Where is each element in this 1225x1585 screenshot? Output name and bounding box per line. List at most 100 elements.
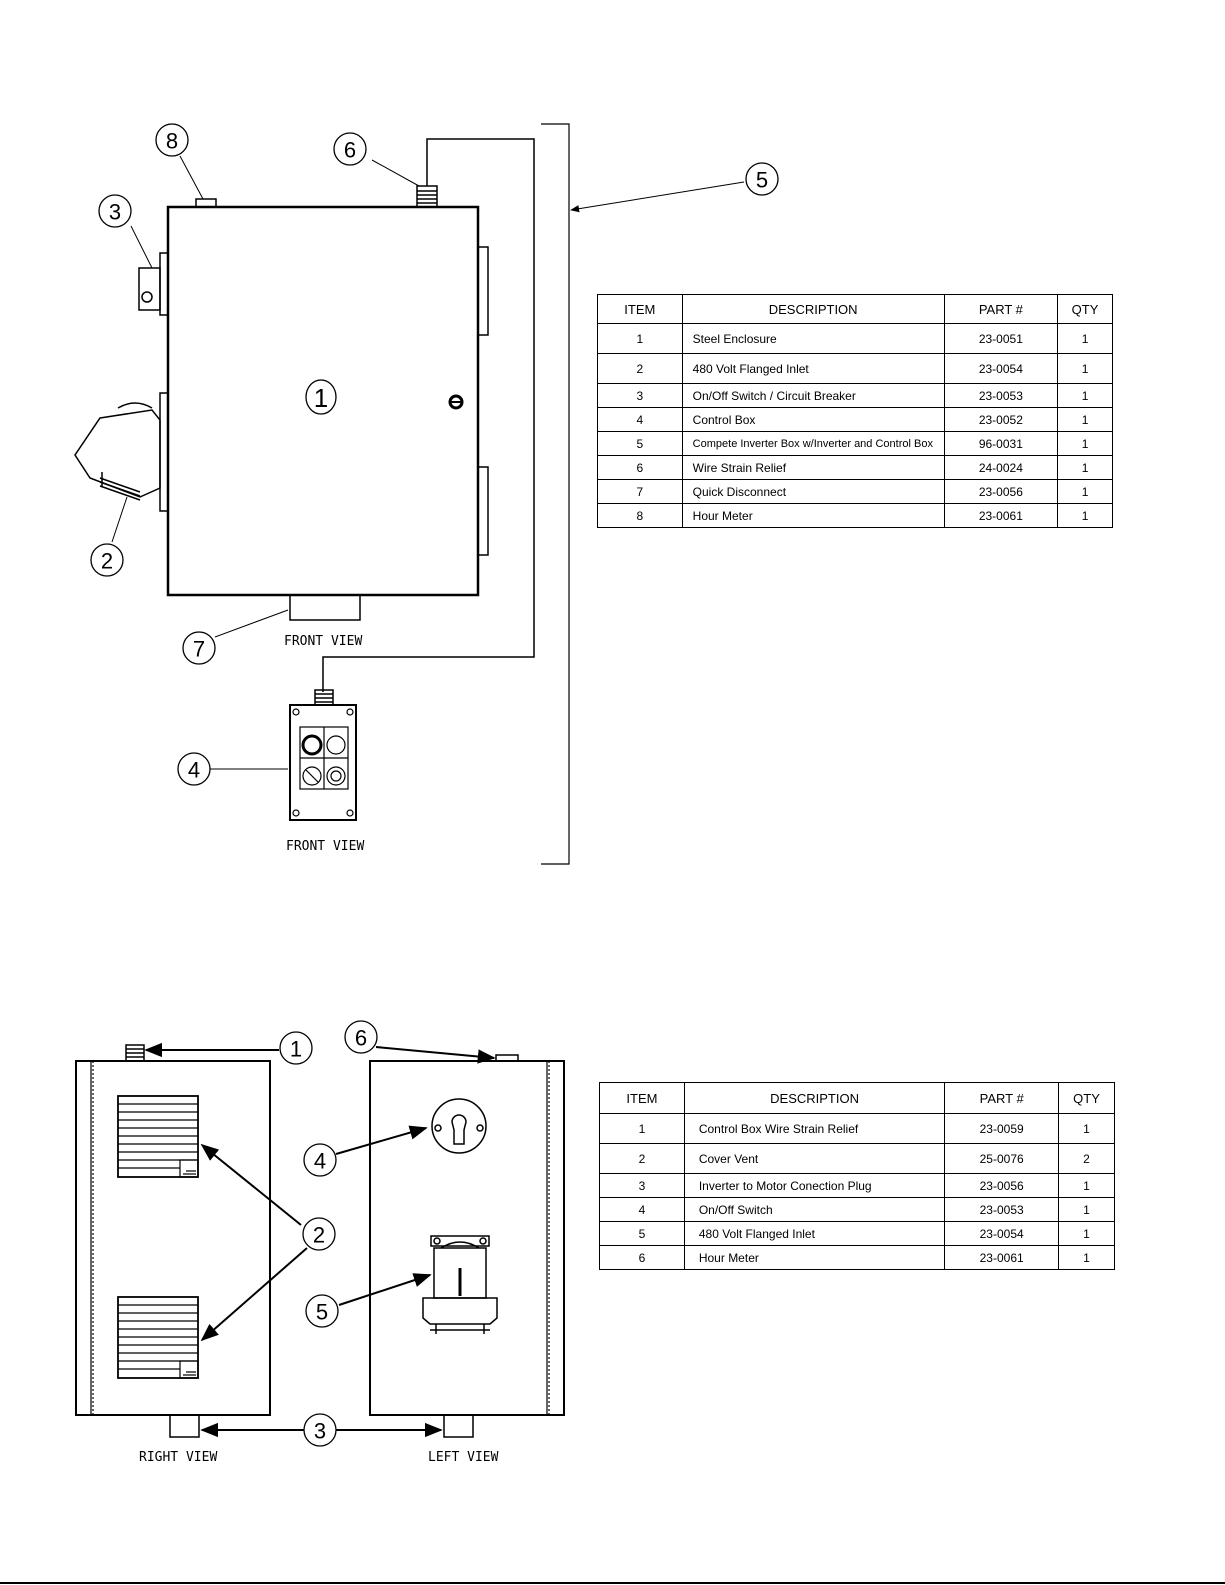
cell-part: 23-0061 [944, 1245, 1060, 1270]
cell-part: 23-0054 [944, 1221, 1060, 1246]
power-button-icon [301, 734, 323, 756]
table-row: 6 Hour Meter 23-0061 1 [599, 1245, 1115, 1270]
quick-disconnect [289, 594, 361, 621]
on-off-switch [431, 1098, 487, 1154]
cell-item: 6 [597, 455, 683, 480]
callout-circle [279, 1031, 313, 1065]
flanged-inlet-left [422, 1235, 498, 1334]
callout-6: 6 [355, 1026, 367, 1051]
control-box-strain-relief [314, 689, 334, 706]
control-cable [322, 138, 535, 692]
header-item: ITEM [597, 294, 683, 324]
cell-qty: 1 [1058, 1221, 1115, 1246]
cell-part: 23-0052 [943, 407, 1059, 432]
cell-description: Hour Meter [681, 503, 945, 528]
cell-item: 4 [599, 1197, 685, 1222]
callout-circle [333, 132, 367, 166]
cell-part: 23-0053 [943, 383, 1059, 408]
table-row: 5 480 Volt Flanged Inlet 23-0054 1 [599, 1221, 1115, 1246]
callout-1: 1 [314, 383, 328, 413]
table-row: 4 On/Off Switch 23-0053 1 [599, 1197, 1115, 1222]
callout-circle [305, 379, 337, 415]
motor-plug-left [443, 1414, 474, 1438]
parts-table-bottom: ITEM DESCRIPTION PART # QTY 1 Control Bo… [599, 1082, 1115, 1270]
table-row: 5 Compete Inverter Box w/Inverter and Co… [597, 431, 1113, 456]
parts-table-top: ITEM DESCRIPTION PART # QTY 1 Steel Encl… [597, 294, 1113, 528]
callout-3: 3 [109, 200, 121, 225]
callout-5: 5 [756, 168, 768, 193]
cell-part: 23-0054 [943, 353, 1059, 384]
door-latch [448, 394, 464, 410]
hinge-top [477, 246, 489, 336]
cell-part: 23-0056 [944, 1173, 1060, 1198]
callout-circle [177, 752, 211, 786]
callout-circle [344, 1020, 378, 1054]
cell-item: 3 [599, 1173, 685, 1198]
label-front-view-enclosure: FRONT VIEW [284, 634, 362, 649]
table-row: 1 Control Box Wire Strain Relief 23-0059… [599, 1113, 1115, 1144]
header-part-number: PART # [943, 294, 1059, 324]
header-qty: QTY [1058, 1082, 1115, 1114]
hinge-bottom [477, 466, 489, 556]
cover-vent-top [117, 1095, 199, 1178]
header-qty: QTY [1057, 294, 1113, 324]
cell-item: 7 [597, 479, 683, 504]
hour-meter [195, 198, 217, 208]
screw-icon [292, 809, 300, 817]
cell-qty: 1 [1057, 455, 1113, 480]
left-view-enclosure [369, 1060, 565, 1416]
screw-icon [346, 708, 354, 716]
cell-qty: 1 [1058, 1245, 1115, 1270]
flanged-inlet [74, 392, 169, 512]
cell-part: 24-0024 [943, 455, 1059, 480]
cell-description: Quick Disconnect [681, 479, 945, 504]
cell-description: Wire Strain Relief [681, 455, 945, 480]
cell-qty: 1 [1057, 503, 1113, 528]
cell-description: Control Box Wire Strain Relief [683, 1113, 946, 1144]
callout-circle [302, 1217, 336, 1251]
circuit-breaker [138, 252, 169, 316]
cell-item: 5 [597, 431, 683, 456]
label-left-view: LEFT VIEW [428, 1450, 499, 1465]
cell-description: Hour Meter [683, 1245, 946, 1270]
indicator-button-icon [326, 735, 346, 755]
control-box-front-view [289, 689, 357, 821]
table-row: 2 480 Volt Flanged Inlet 23-0054 1 [597, 353, 1113, 384]
header-description: DESCRIPTION [681, 294, 945, 324]
stop-button-icon [326, 766, 346, 786]
label-front-view-control-box: FRONT VIEW [286, 839, 364, 854]
callout-5: 5 [316, 1300, 328, 1325]
callout-circle [303, 1413, 337, 1447]
cell-part: 25-0076 [944, 1143, 1060, 1174]
cell-part: 23-0056 [943, 479, 1059, 504]
cell-part: 23-0059 [944, 1113, 1060, 1144]
cell-description: 480 Volt Flanged Inlet [681, 353, 945, 384]
selector-switch-icon [302, 766, 322, 786]
cell-qty: 1 [1057, 479, 1113, 504]
left-view [369, 1054, 565, 1438]
cell-qty: 1 [1058, 1173, 1115, 1198]
callout-circle [305, 1294, 339, 1328]
callout-circle [155, 123, 189, 157]
cell-qty: 1 [1057, 383, 1113, 408]
hour-meter-left [495, 1054, 519, 1062]
callout-7: 7 [193, 637, 205, 662]
table-row: 8 Hour Meter 23-0061 1 [597, 503, 1113, 528]
cell-item: 2 [597, 353, 683, 384]
cell-part: 23-0053 [944, 1197, 1060, 1222]
motor-plug-right [169, 1414, 200, 1438]
cell-item: 2 [599, 1143, 685, 1174]
cell-part: 23-0051 [943, 323, 1059, 354]
cell-item: 6 [599, 1245, 685, 1270]
callout-8: 8 [166, 129, 178, 154]
callout-4: 4 [314, 1149, 326, 1174]
screw-icon [292, 708, 300, 716]
screw-icon [346, 809, 354, 817]
callout-circle [745, 162, 779, 196]
callout-circle [182, 631, 216, 665]
table-row: 3 Inverter to Motor Conection Plug 23-00… [599, 1173, 1115, 1198]
strain-relief-right [125, 1044, 145, 1062]
table-header-row: ITEM DESCRIPTION PART # QTY [597, 294, 1113, 324]
table-row: 6 Wire Strain Relief 24-0024 1 [597, 455, 1113, 480]
